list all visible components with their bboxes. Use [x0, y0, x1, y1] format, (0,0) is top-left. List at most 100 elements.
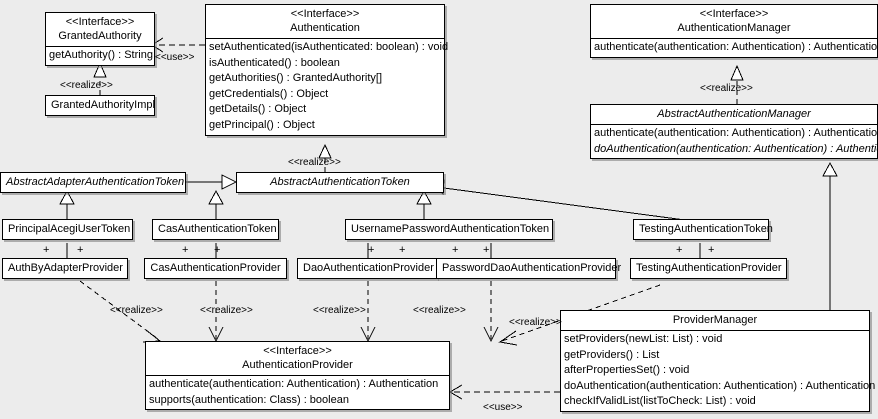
operation-row: doAuthentication(authentication: Authent… — [564, 379, 876, 392]
class-box-authentication[interactable]: <<Interface>> Authentication setAuthenti… — [205, 4, 449, 136]
class-name: GrantedAuthority — [58, 30, 142, 42]
relationship-label-use-provider-manager: <<use>> — [483, 402, 523, 413]
class-header-abstract-adapter-authentication-token: AbstractAdapterAuthenticationToken — [1, 173, 185, 192]
relationship-label-realize-cas-authentication-provider: <<realize>> — [200, 305, 253, 316]
relationship-label-realize-authentication-manager: <<realize>> — [700, 83, 753, 94]
operations-compartment: authenticate(authentication: Authenticat… — [591, 125, 878, 158]
class-header-username-password-authentication-token: UsernamePasswordAuthenticationToken — [346, 220, 552, 239]
class-header-dao-authentication-provider: DaoAuthenticationProvider — [298, 259, 436, 278]
operation-row: getPrincipal() : Object — [209, 118, 315, 131]
section-divider — [591, 124, 877, 125]
class-box-testing-authentication-provider[interactable]: TestingAuthenticationProvider — [630, 258, 787, 279]
operation-row: setProviders(newList: List) : void — [564, 333, 723, 345]
relationship-label-realize-dao-authentication-provider: <<realize>> — [313, 305, 366, 316]
class-box-cas-authentication-provider[interactable]: CasAuthenticationProvider — [144, 258, 287, 279]
operation-row: isAuthenticated() : boolean — [209, 56, 340, 69]
class-header-granted-authority: <<Interface>> GrantedAuthority — [46, 13, 154, 46]
class-header-granted-authority-impl: GrantedAuthorityImpl — [46, 96, 155, 115]
multiplicity-marker: + — [399, 244, 406, 256]
class-name: UsernamePasswordAuthenticationToken — [351, 223, 550, 235]
class-name: TestingAuthenticationToken — [639, 223, 773, 235]
operations-compartment: authenticate(authentication: Authenticat… — [591, 39, 878, 57]
section-divider — [146, 375, 449, 376]
class-box-provider-manager[interactable]: ProviderManager setProviders(newList: Li… — [560, 310, 876, 412]
operation-row: getAuthority() : String — [49, 49, 153, 61]
operation-row: setAuthenticated(isAuthenticated: boolea… — [209, 41, 449, 53]
class-box-granted-authority[interactable]: <<Interface>> GrantedAuthority getAuthor… — [45, 12, 155, 66]
class-header-authentication: <<Interface>> Authentication — [206, 5, 444, 38]
class-box-authentication-provider[interactable]: <<Interface>> AuthenticationProvider aut… — [145, 341, 450, 411]
class-box-principal-acegi-user-token[interactable]: PrincipalAcegiUserToken — [2, 219, 133, 240]
class-name: PrincipalAcegiUserToken — [8, 223, 131, 235]
operation-row: supports(authentication: Class) : boolea… — [149, 393, 349, 406]
relationship-label-realize-testing-authentication-provider: <<realize>> — [509, 317, 562, 328]
relationship-label-use-granted-authority: <<use>> — [155, 52, 195, 63]
class-header-abstract-authentication-token: AbstractAuthenticationToken — [237, 173, 443, 192]
class-name: CasAuthenticationProvider — [150, 262, 281, 274]
relationship-label-realize-abstract-authentication-token: <<realize>> — [288, 157, 341, 168]
operation-row: authenticate(authentication: Authenticat… — [149, 378, 439, 390]
class-box-username-password-authentication-token[interactable]: UsernamePasswordAuthenticationToken — [345, 219, 553, 240]
multiplicity-marker: + — [43, 244, 50, 256]
class-header-authentication-manager: <<Interface>> AuthenticationManager — [591, 5, 877, 38]
multiplicity-marker: + — [483, 244, 490, 256]
class-box-password-dao-authentication-provider[interactable]: PasswordDaoAuthenticationProvider — [436, 258, 622, 279]
class-header-testing-authentication-provider: TestingAuthenticationProvider — [631, 259, 786, 278]
class-stereotype: <<Interface>> — [65, 16, 135, 28]
relationship-label-realize-auth-by-adapter-provider: <<realize>> — [110, 305, 163, 316]
operations-compartment: getAuthority() : String — [46, 47, 154, 65]
operation-row: authenticate(authentication: Authenticat… — [594, 41, 878, 53]
relationship-label-realize-password-dao-authentication-provider: <<realize>> — [413, 305, 466, 316]
class-name: ProviderManager — [672, 314, 758, 326]
class-name: Authentication — [290, 22, 360, 34]
operation-row: doAuthentication(authentication: Authent… — [594, 142, 878, 155]
class-box-testing-authentication-token[interactable]: TestingAuthenticationToken — [633, 219, 773, 240]
class-header-provider-manager: ProviderManager — [561, 311, 869, 330]
class-header-principal-acegi-user-token: PrincipalAcegiUserToken — [3, 220, 132, 239]
class-stereotype: <<Interface>> — [263, 345, 332, 357]
multiplicity-marker: + — [182, 244, 189, 256]
multiplicity-marker: + — [77, 244, 84, 256]
class-header-abstract-authentication-manager: AbstractAuthenticationManager — [591, 105, 877, 124]
relationship-label-realize-granted-authority-impl: <<realize>> — [60, 80, 113, 91]
class-stereotype: <<Interface>> — [699, 8, 769, 20]
class-name: DaoAuthenticationProvider — [303, 262, 434, 274]
class-header-testing-authentication-token: TestingAuthenticationToken — [634, 220, 773, 239]
operations-compartment: setAuthenticated(isAuthenticated: boolea… — [206, 39, 449, 135]
operation-row: getProviders() : List — [564, 348, 660, 361]
operations-compartment: setProviders(newList: List) : void getPr… — [561, 331, 876, 411]
class-box-abstract-adapter-authentication-token[interactable]: AbstractAdapterAuthenticationToken — [0, 172, 186, 193]
class-name: PasswordDaoAuthenticationProvider — [442, 262, 622, 274]
class-name: AuthenticationProvider — [242, 359, 353, 371]
operation-row: checkIfValidList(listToCheck: List) : vo… — [564, 395, 756, 408]
class-name: TestingAuthenticationProvider — [636, 262, 782, 274]
class-box-abstract-authentication-token[interactable]: AbstractAuthenticationToken — [236, 172, 444, 193]
section-divider — [591, 38, 877, 39]
class-box-granted-authority-impl[interactable]: GrantedAuthorityImpl — [45, 95, 155, 116]
class-header-auth-by-adapter-provider: AuthByAdapterProvider — [3, 259, 127, 278]
class-box-dao-authentication-provider[interactable]: DaoAuthenticationProvider — [297, 258, 437, 279]
class-name: CasAuthenticationToken — [158, 223, 277, 235]
class-name: AbstractAuthenticationToken — [270, 176, 410, 188]
class-name: AuthenticationManager — [677, 22, 791, 34]
operation-row: getCredentials() : Object — [209, 87, 329, 100]
class-box-auth-by-adapter-provider[interactable]: AuthByAdapterProvider — [2, 258, 128, 279]
multiplicity-marker: + — [452, 244, 459, 256]
multiplicity-marker: + — [214, 244, 221, 256]
multiplicity-marker: + — [676, 244, 683, 256]
class-name: AbstractAdapterAuthenticationToken — [6, 176, 185, 188]
section-divider — [561, 330, 869, 331]
class-box-abstract-authentication-manager[interactable]: AbstractAuthenticationManager authentica… — [590, 104, 878, 160]
operation-row: getDetails() : Object — [209, 103, 307, 116]
multiplicity-marker: + — [708, 244, 715, 256]
multiplicity-marker: + — [368, 244, 375, 256]
class-box-cas-authentication-token[interactable]: CasAuthenticationToken — [152, 219, 279, 240]
class-header-authentication-provider: <<Interface>> AuthenticationProvider — [146, 342, 449, 375]
operation-row: authenticate(authentication: Authenticat… — [594, 127, 878, 139]
operation-row: afterPropertiesSet() : void — [564, 364, 690, 377]
class-box-authentication-manager[interactable]: <<Interface>> AuthenticationManager auth… — [590, 4, 878, 58]
class-name: AuthByAdapterProvider — [8, 262, 123, 274]
class-header-cas-authentication-token: CasAuthenticationToken — [153, 220, 278, 239]
class-header-cas-authentication-provider: CasAuthenticationProvider — [145, 259, 286, 278]
